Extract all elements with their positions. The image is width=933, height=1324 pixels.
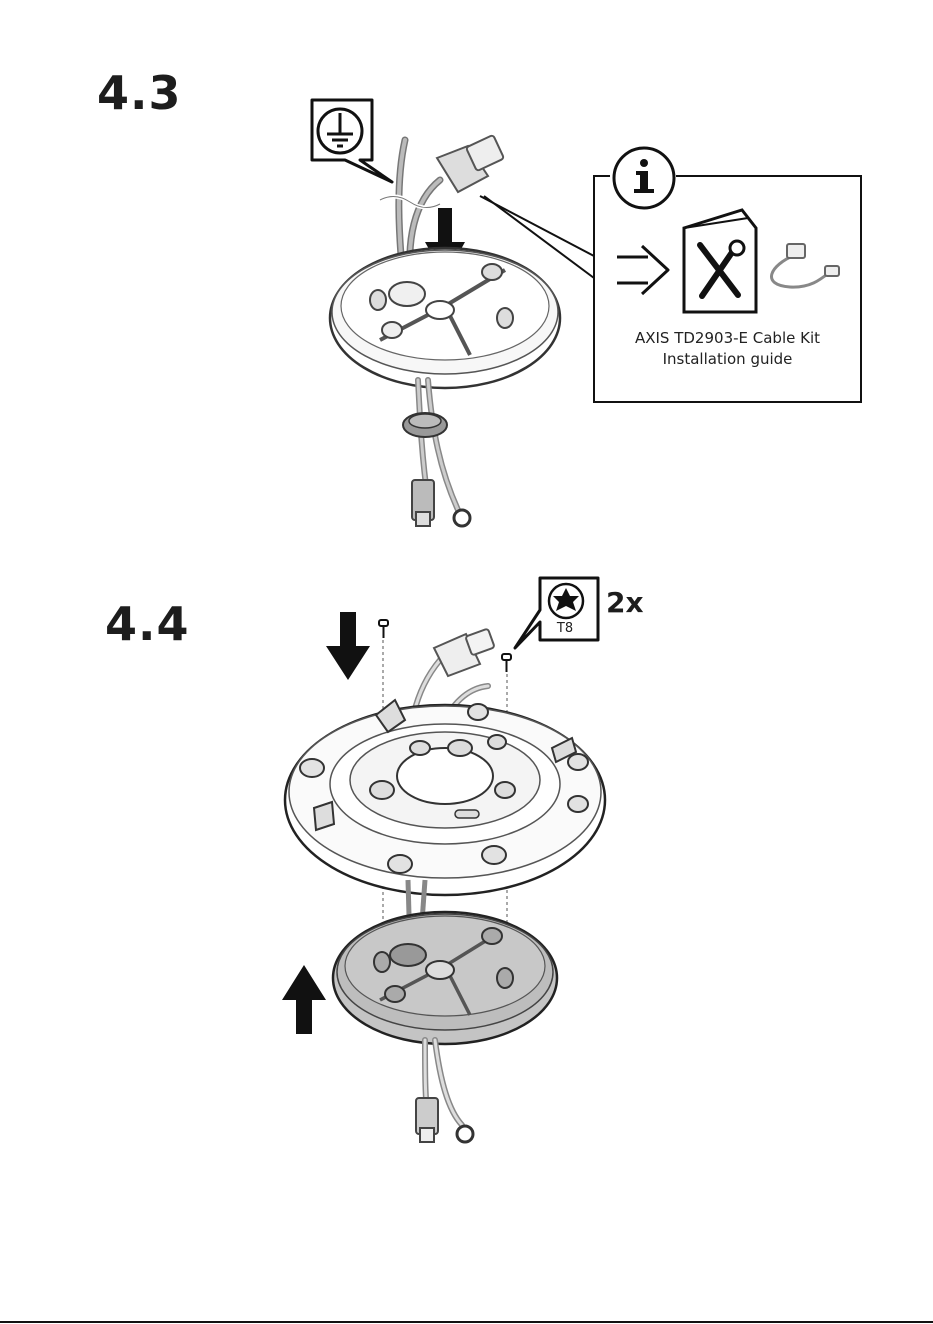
mounting-plate-gray: [333, 912, 557, 1044]
mounting-plate: [330, 248, 560, 388]
cable-kit-icon: [771, 244, 839, 287]
manual-icon: [684, 210, 756, 312]
info-callout-line2: Installation guide: [594, 350, 861, 368]
info-icon: [614, 148, 674, 208]
page-bottom-rule: [0, 1321, 933, 1323]
torx-icon: [549, 584, 583, 618]
arrow-down-icon: [326, 612, 370, 680]
network-connector: [434, 628, 495, 676]
info-callout-line1: AXIS TD2903-E Cable Kit: [594, 329, 861, 347]
screw-quantity: 2x: [606, 586, 644, 619]
arrow-up-icon: [282, 965, 326, 1034]
torx-bit-label: T8: [535, 621, 595, 636]
cable-grommet: [403, 413, 447, 437]
ground-icon: [312, 100, 392, 182]
network-connector: [437, 135, 504, 192]
bottom-connectors: [412, 480, 470, 526]
bottom-connectors: [416, 1098, 473, 1142]
camera-mount-ring: [285, 700, 605, 895]
arrow-right-icon: [617, 246, 668, 294]
